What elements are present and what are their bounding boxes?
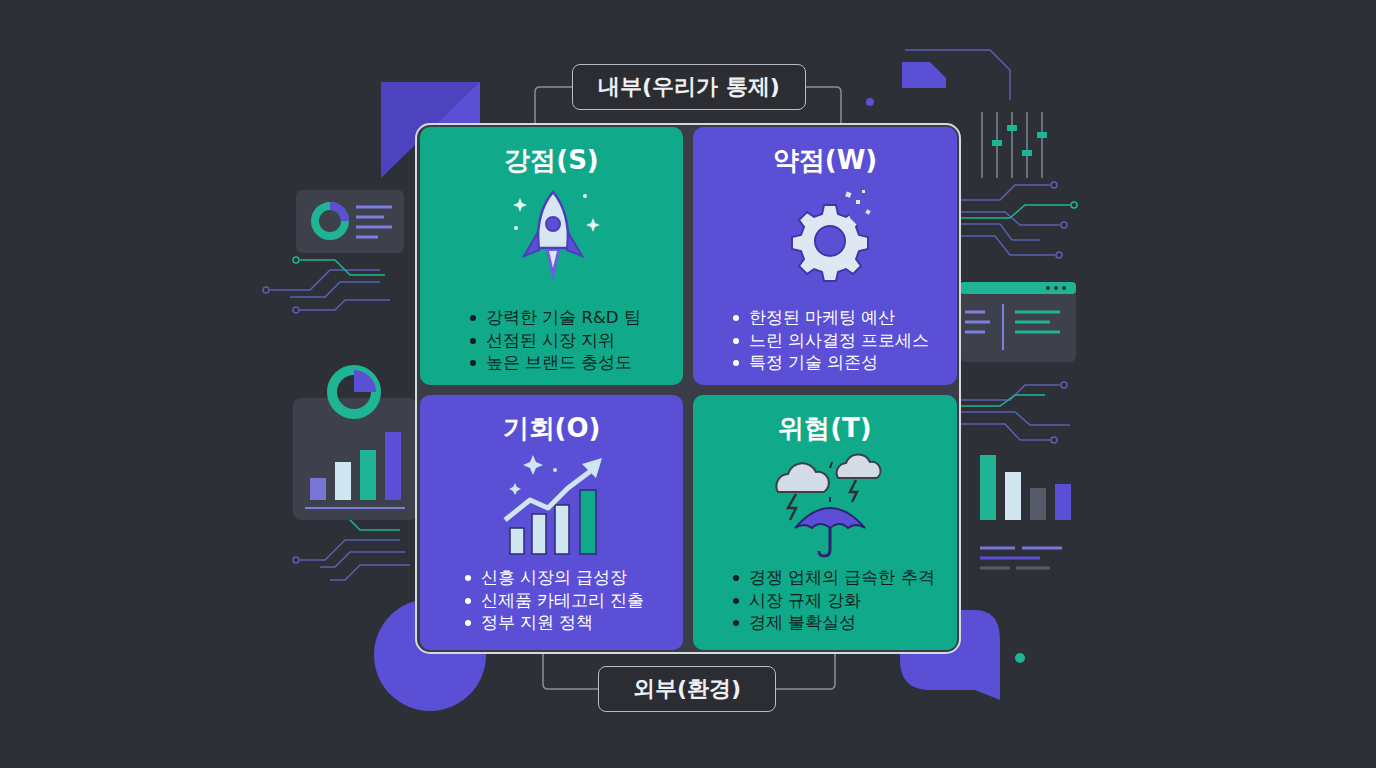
quadrant-heading: 약점(W): [693, 143, 957, 178]
bullet-item: 높은 브랜드 충성도: [468, 352, 633, 374]
bullet-item: 신제품 카테고리 진출: [463, 590, 645, 612]
axis-label-box: 외부(환경): [598, 666, 776, 712]
quadrant-heading: 위협(T): [693, 411, 957, 446]
tab-shape: [902, 62, 946, 88]
bullet-item: 정부 지원 정책: [463, 612, 594, 634]
broken-gear-icon: [792, 190, 871, 281]
quadrant-bg: [420, 395, 683, 650]
bar-icon: [980, 455, 996, 520]
growth-chart-icon: [505, 455, 602, 554]
bullet-item: 경제 불확실성: [731, 612, 856, 634]
bullet-item: 시장 규제 강화: [731, 590, 862, 612]
bullet-item: 느린 의사결정 프로세스: [731, 330, 930, 352]
bullet-item: 경쟁 업체의 급속한 추격: [731, 567, 935, 589]
bullet-item: 한정된 마케팅 예산: [731, 307, 896, 329]
swot-quadrant: 약점(W) 한정된 마케팅 예산느린 의사결정 프로세스특정 기술 의존성: [693, 127, 957, 385]
quadrant-heading: 강점(S): [420, 143, 683, 178]
quadrant-bg: [693, 127, 957, 385]
axis-label: 내부(우리가 통제): [598, 72, 780, 102]
quadrant-heading: 기회(O): [420, 411, 683, 446]
swot-quadrant: 기회(O) 신흥 시장의 급성장신제품 카테고리 진출정부 지원 정책: [420, 395, 683, 650]
axis-label: 외부(환경): [633, 674, 741, 704]
matrix-frame: [416, 124, 960, 653]
bullet-item: 강력한 기술 R&D 팀: [468, 307, 641, 329]
window-panel: [960, 282, 1076, 362]
bullet-item: 선점된 시장 지위: [468, 330, 616, 352]
quadrant-bg: [693, 395, 957, 650]
bullet-item: 신흥 시장의 급성장: [463, 567, 628, 589]
slider-icon: [982, 112, 1042, 178]
widget-panel: [296, 190, 404, 253]
rocket-icon: [513, 192, 600, 282]
axis-label-box: 내부(우리가 통제): [572, 64, 806, 110]
storm-umbrella-icon: [776, 454, 880, 556]
swot-quadrant: 위협(T) 경쟁 업체의 급속한 추격시장 규제 강화경제 불확실성: [693, 395, 957, 650]
quadrant-bg: [420, 127, 683, 385]
bullet-item: 특정 기술 의존성: [731, 352, 879, 374]
swot-quadrant: 강점(S) 강력한 기술 R&D 팀선점된 시장 지위높은 브랜드 충성도: [420, 127, 683, 385]
